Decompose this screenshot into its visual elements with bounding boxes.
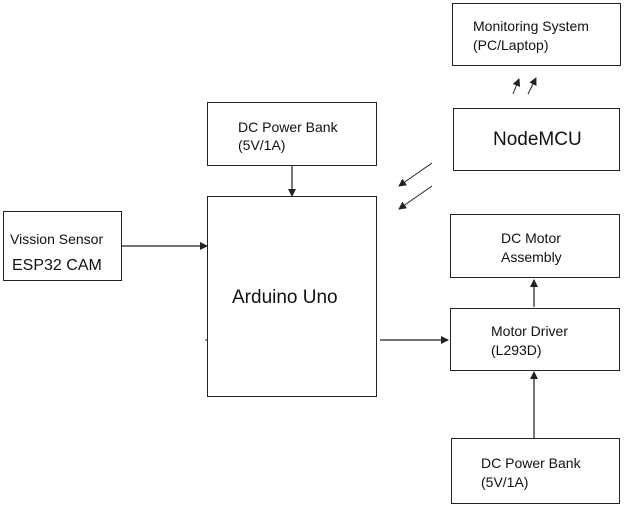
motor-driver-model: (L293D) [491, 342, 542, 358]
nodemcu-block: NodeMCU [453, 108, 620, 171]
dc-power-bank-top-title: DC Power Bank [238, 119, 338, 135]
wireless-arrow-2 [398, 185, 433, 210]
dc-power-bank-top-block: DC Power Bank (5V/1A) [207, 102, 377, 166]
arduino-uno-block: Arduino Uno [207, 196, 377, 397]
vision-sensor-model: ESP32 CAM [12, 257, 102, 274]
wireless-arrow-3 [512, 78, 521, 95]
monitoring-system-block: Monitoring System (PC/Laptop) [452, 3, 621, 66]
dc-motor-title: DC Motor [501, 230, 561, 246]
nodemcu-label: NodeMCU [493, 129, 582, 150]
wireless-arrow-4 [527, 77, 537, 95]
motor-driver-title: Motor Driver [491, 323, 569, 339]
vision-sensor-block: Vission Sensor ESP32 CAM [3, 211, 122, 281]
dc-motor-assembly-block: DC Motor Assembly [450, 214, 620, 278]
wireless-arrow-1 [398, 162, 433, 187]
monitoring-system-subtitle: (PC/Laptop) [473, 37, 549, 53]
dc-motor-subtitle: Assembly [501, 249, 562, 265]
dc-power-bank-bottom-rating: (5V/1A) [481, 474, 529, 490]
monitoring-system-title: Monitoring System [473, 18, 589, 34]
dc-power-bank-bottom-block: DC Power Bank (5V/1A) [451, 438, 620, 504]
arduino-uno-label: Arduino Uno [232, 287, 338, 308]
dc-power-bank-bottom-title: DC Power Bank [481, 455, 581, 471]
dc-power-bank-top-rating: (5V/1A) [238, 137, 286, 153]
vision-sensor-title: Vission Sensor [10, 231, 104, 247]
motor-driver-block: Motor Driver (L293D) [450, 308, 620, 371]
